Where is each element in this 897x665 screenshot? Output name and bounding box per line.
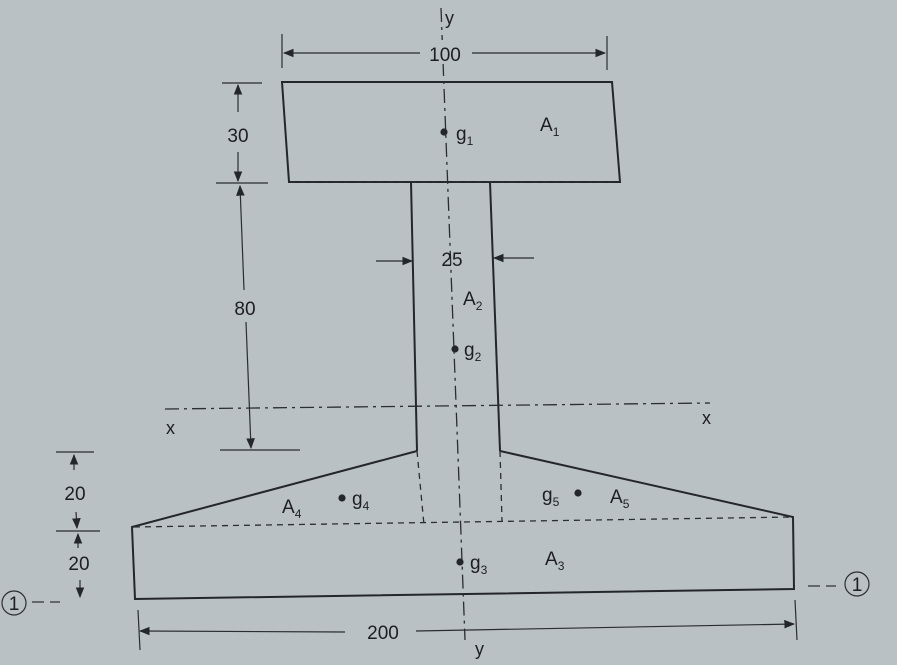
dim-top-width: 100	[281, 34, 608, 70]
a4-label: A4	[282, 497, 302, 521]
dim-web-width: 25	[376, 250, 534, 271]
centroid-labels: g1 g2 g3 g4 g5	[352, 124, 560, 577]
top-width-value: 100	[429, 45, 461, 66]
y-label-bottom: y	[475, 639, 484, 659]
g5-label: g5	[542, 485, 560, 509]
ref-left-label: 1	[9, 594, 20, 615]
base-height-value: 20	[68, 554, 89, 575]
g2-label: g2	[464, 340, 482, 364]
web-right-divider	[499, 450, 503, 522]
area-labels: A1 A2 A3 A4 A5	[282, 115, 630, 573]
a2-label: A2	[463, 289, 483, 313]
base-width-value: 200	[367, 623, 399, 644]
taper-base-divider	[133, 516, 794, 528]
dim-left-vertical: 30 80	[216, 82, 300, 451]
top-flange	[280, 81, 622, 183]
a3-label: A3	[545, 549, 565, 573]
web-left-divider	[416, 450, 425, 526]
g5-dot	[574, 489, 582, 497]
centroid-points	[338, 128, 582, 566]
division-lines	[133, 181, 794, 528]
top-height-value: 30	[227, 126, 248, 147]
ref-right-label: 1	[852, 575, 863, 596]
a1-label: A1	[540, 115, 560, 139]
dim-bottom-vertical: 20 20	[56, 451, 100, 599]
g4-dot	[338, 494, 346, 502]
a5-label: A5	[610, 487, 630, 511]
web-width-value: 25	[441, 250, 462, 271]
dim-base-width: 200	[137, 599, 798, 651]
g1-dot	[440, 128, 448, 136]
section-outline	[130, 81, 796, 601]
g3-label: g3	[470, 553, 488, 577]
web	[410, 181, 501, 452]
reference-line: 1 1	[1, 571, 870, 616]
g1-label: g1	[456, 124, 474, 148]
y-label-top: y	[445, 8, 454, 28]
x-label-right: x	[702, 408, 711, 428]
g3-dot	[456, 558, 464, 566]
x-label-left: x	[166, 418, 175, 438]
web-height-value: 80	[234, 299, 255, 320]
x-axis: x x	[164, 402, 711, 438]
g2-dot	[451, 345, 459, 353]
g4-label: g4	[352, 489, 370, 513]
taper-height-value: 20	[64, 484, 85, 505]
y-axis: y y	[440, 7, 484, 659]
bottom-flange	[130, 450, 796, 601]
